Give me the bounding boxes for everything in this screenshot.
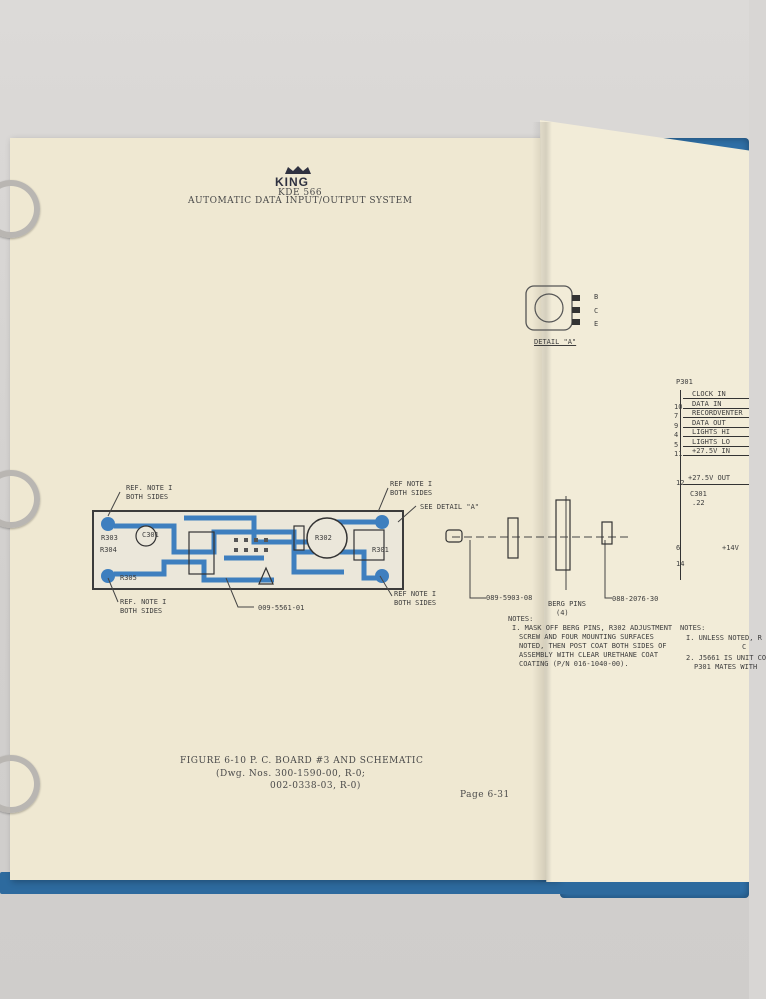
schematic-note-1b: C (742, 643, 747, 651)
figure-caption-line-2: (Dwg. Nos. 300-1590-00, R-0; (216, 769, 366, 779)
schematic-pin-number: 5 (674, 440, 679, 449)
pcb-board-3 (92, 510, 404, 590)
page-fold-shadow (532, 122, 552, 882)
binder-ring-middle (0, 470, 40, 528)
schematic-pin-number: 7 (674, 412, 679, 420)
schematic-pin-line (683, 455, 749, 456)
schematic-pin-label: LIGHTS LO (692, 437, 730, 446)
ref-note-top-right-line2: BOTH SIDES (390, 489, 433, 497)
detail-pin-b: B (594, 293, 599, 301)
r305-label: R305 (120, 574, 137, 582)
schematic-pin-line (683, 426, 749, 428)
ref-note-top-left-line2: BOTH SIDES (126, 493, 169, 501)
pin-part-number: 088-2076-30 (612, 595, 659, 603)
c301-label: C301 (142, 531, 159, 539)
supply-line (683, 484, 749, 485)
schematic-pin-line (683, 445, 749, 447)
schematic-note-1: I. UNLESS NOTED, R (686, 634, 762, 642)
schematic-pin-number: 9 (674, 421, 679, 430)
system-title: AUTOMATIC DATA INPUT/OUTPUT SYSTEM (188, 196, 413, 206)
detail-pin-e: E (594, 320, 599, 328)
page-number: Page 6-31 (460, 790, 510, 800)
r303-label: R303 (101, 534, 118, 542)
detail-pin-c: C (594, 307, 599, 315)
note-line-1: I. MASK OFF BERG PINS, R302 ADJUSTMENT (512, 624, 673, 632)
supply-out-label: +27.5V OUT (688, 474, 731, 482)
see-detail-label: SEE DETAIL "A" (420, 503, 480, 511)
berg-pins-label: BERG PINS (548, 600, 586, 608)
schematic-pin-number: 11 (674, 450, 683, 458)
schematic-pin-line (683, 436, 749, 437)
model-number: KDE 566 (278, 188, 323, 198)
schematic-pin-label: DATA OUT (692, 418, 726, 427)
note-line-3: NOTED, THEN POST COAT BOTH SIDES OF (519, 642, 667, 650)
v14-label: +14V (722, 544, 739, 552)
board-part-number: 009-5561-01 (258, 604, 305, 612)
king-crown-logo-icon (285, 166, 311, 174)
cap-c301-value: .22 (692, 499, 705, 507)
schematic-pin-label: +27.5V IN (692, 447, 730, 455)
note-line-2: SCREW AND FOUR MOUNTING SURFACES (519, 633, 654, 641)
schematic-pin-line (683, 407, 749, 409)
schematic-notes-title: NOTES: (680, 624, 706, 632)
schematic-pin-label: DATA IN (692, 399, 722, 408)
manual-page-left (10, 138, 558, 880)
figure-caption-line-1: FIGURE 6-10 P. C. BOARD #3 AND SCHEMATIC (180, 756, 424, 766)
ref-note-bottom-left-line2: BOTH SIDES (120, 607, 163, 615)
figure-caption-line-3: 002-0338-03, R-0) (270, 781, 361, 791)
cap-c301-label: C301 (690, 490, 707, 498)
r304-label: R304 (100, 546, 117, 554)
ref-note-top-right-line1: REF NOTE I (390, 480, 433, 488)
pin-6-label: 6 (676, 544, 681, 552)
schematic-pin-number: 4 (674, 431, 679, 439)
brand-logo-text: KING (275, 175, 309, 189)
schematic-pin-label: RECORDVENTER (692, 409, 743, 417)
pcb-traces-drawing (101, 515, 389, 585)
schematic-note-2: 2. J5661 IS UNIT CO (686, 654, 766, 662)
ref-note-bottom-left-line1: REF. NOTE I (120, 598, 167, 606)
schematic-note-2b: P301 MATES WITH (694, 663, 758, 671)
binder-ring-top (0, 180, 40, 238)
note-line-4: ASSEMBLY WITH CLEAR URETHANE COAT (519, 651, 659, 659)
schematic-pin-label: CLOCK IN (692, 390, 726, 398)
schematic-pin-number: 10 (674, 402, 683, 411)
schematic-pin-line (683, 417, 749, 418)
r302-label: R302 (315, 534, 332, 542)
ref-note-bottom-right-line2: BOTH SIDES (394, 599, 437, 607)
schematic-connector-block (680, 390, 750, 580)
manual-page-right-foldout (540, 120, 749, 882)
note-line-5: COATING (P/N 016-1040-00). (519, 660, 629, 668)
pin-14-label: 14 (676, 560, 685, 568)
berg-pins-count: (4) (556, 609, 569, 617)
schematic-pin-line (683, 398, 749, 399)
ref-note-top-left-line1: REF. NOTE I (126, 484, 173, 492)
r301-label: R301 (372, 546, 389, 554)
pin-12-label: 12 (676, 479, 685, 487)
detail-a-drawing (525, 285, 580, 331)
notes-title: NOTES: (508, 615, 534, 623)
connector-label: P301 (676, 378, 693, 386)
binder-ring-bottom (0, 755, 40, 813)
ref-note-bottom-right-line1: REF NOTE I (394, 590, 437, 598)
screw-part-number: 089-5903-08 (486, 594, 533, 602)
schematic-pin-label: LIGHTS HI (692, 428, 730, 436)
detail-a-label: DETAIL "A" (534, 338, 577, 346)
